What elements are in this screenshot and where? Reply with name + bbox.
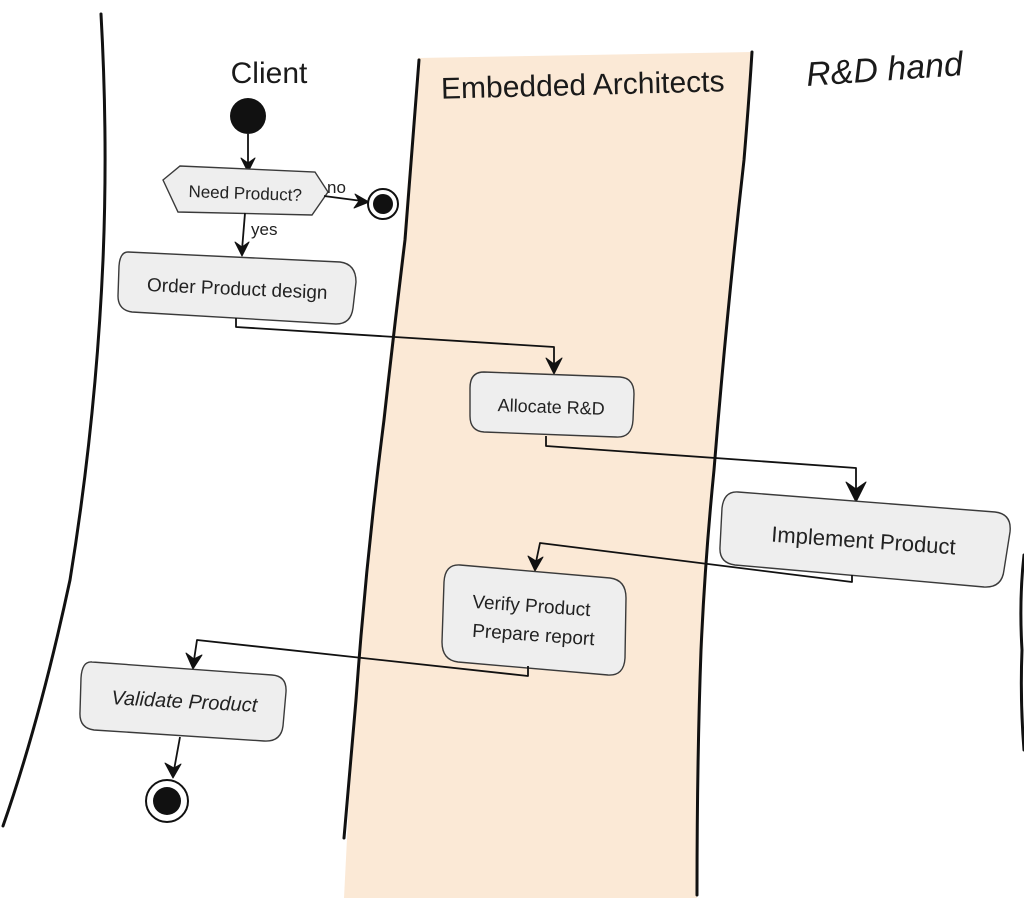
edge-no-branch <box>323 195 363 202</box>
implement-product-node <box>719 491 1011 588</box>
verify-product-node <box>441 564 627 676</box>
edge-allocate-to-implement <box>545 436 857 492</box>
edge-order-to-allocate <box>235 318 555 366</box>
edge-validate-to-end <box>173 736 181 771</box>
arrowhead-icon <box>845 481 867 503</box>
arrowhead-icon <box>527 555 544 572</box>
edge-yes-branch <box>241 212 246 251</box>
no-edge-label: no <box>327 178 346 197</box>
arrowhead-icon <box>240 157 256 173</box>
arrowhead-icon <box>353 193 370 209</box>
order-product-design-node <box>117 251 357 325</box>
architects-lane-background <box>344 52 752 898</box>
allocate-rnd-label: Allocate R&D <box>497 395 605 419</box>
validate-product-node <box>79 661 287 742</box>
arrowhead-icon <box>545 357 563 375</box>
end-node-final-inner <box>153 787 181 815</box>
arrowhead-icon <box>185 652 203 670</box>
allocate-rnd-node <box>469 371 635 438</box>
need-product-label: Need Product? <box>188 182 302 205</box>
edge-verify-to-validate <box>193 639 529 677</box>
need-product-decision <box>162 165 329 216</box>
rnd-lane-right-border <box>1019 553 1024 752</box>
edge-implement-to-verify <box>535 542 853 583</box>
arrowhead-icon <box>164 762 182 779</box>
yes-edge-label: yes <box>251 220 277 239</box>
end-node-no-inner <box>373 194 393 214</box>
rnd-lane-title: R&D hand <box>805 45 965 94</box>
client-lane-left-border <box>1 12 107 828</box>
start-node <box>230 98 266 134</box>
architects-lane-title: Embedded Architects <box>441 65 725 105</box>
architects-lane-right-border <box>695 50 754 897</box>
architects-lane-left-border <box>342 58 421 840</box>
arrowhead-icon <box>234 241 250 257</box>
client-lane-title: Client <box>231 57 308 90</box>
